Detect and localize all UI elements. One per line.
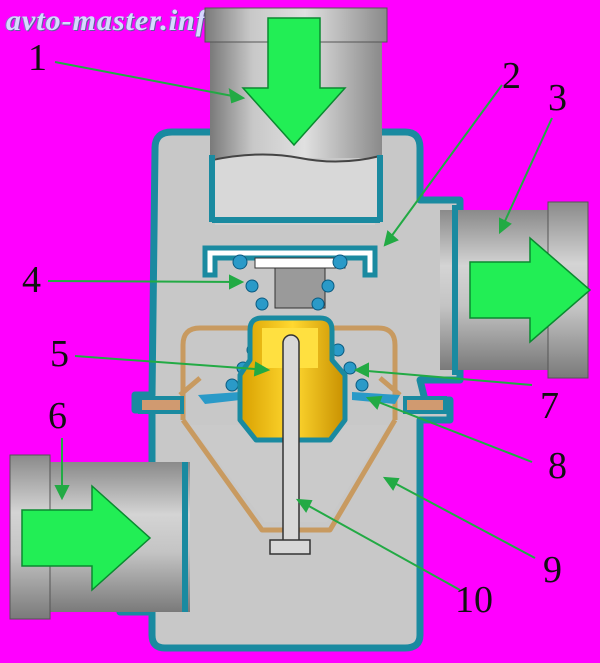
callout-2: 2 bbox=[502, 55, 521, 97]
leader-lines bbox=[47, 61, 553, 591]
callout-10: 10 bbox=[455, 579, 493, 621]
callout-5: 5 bbox=[50, 333, 69, 375]
flow-arrow-down bbox=[241, 17, 347, 147]
piston-rod bbox=[269, 334, 311, 555]
flow-arrow-right-inlet bbox=[21, 484, 152, 592]
callout-4: 4 bbox=[22, 259, 41, 301]
site-watermark: avto-master.info bbox=[6, 4, 223, 37]
callout-7: 7 bbox=[540, 385, 559, 427]
callout-6: 6 bbox=[48, 395, 67, 437]
callout-3: 3 bbox=[548, 77, 567, 119]
callout-1: 1 bbox=[28, 37, 47, 79]
flow-arrow-right-outlet bbox=[469, 236, 592, 344]
callout-9: 9 bbox=[543, 549, 562, 591]
spring-upper bbox=[232, 254, 348, 311]
flow-arrow-icon bbox=[21, 17, 592, 592]
valve-seat-upper bbox=[202, 245, 378, 309]
callout-labels: 1 2 3 4 5 6 7 8 9 10 bbox=[22, 37, 567, 621]
callout-8: 8 bbox=[548, 445, 567, 487]
